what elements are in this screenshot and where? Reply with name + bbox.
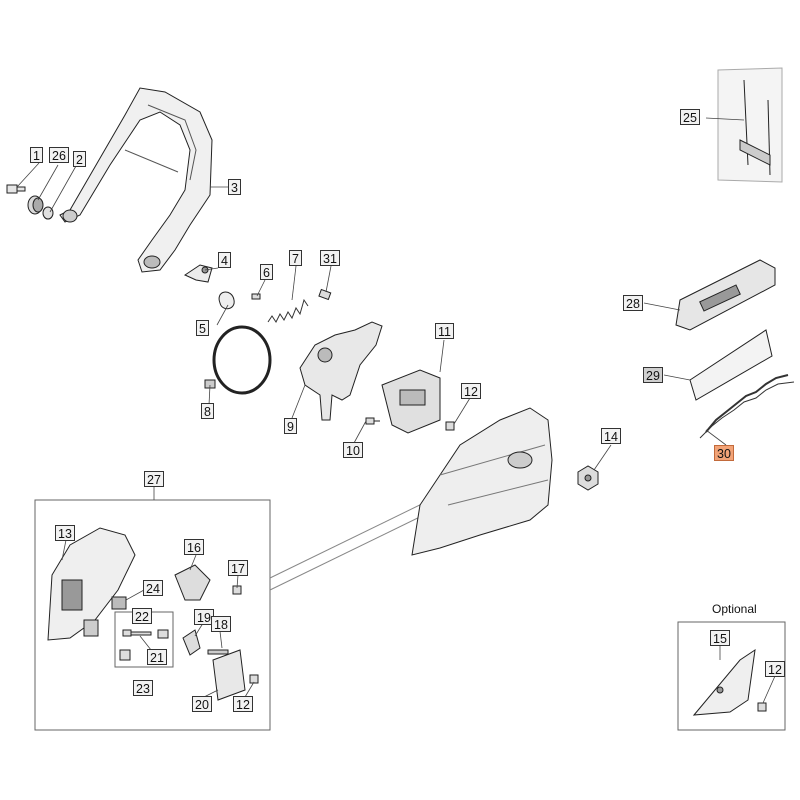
callout-13[interactable]: 13 — [55, 525, 75, 541]
callout-24[interactable]: 24 — [143, 580, 163, 596]
part-13-cover-inner — [47, 527, 136, 641]
callout-14[interactable]: 14 — [601, 428, 621, 444]
part-10-screw — [365, 417, 380, 425]
part-6-pin — [251, 293, 261, 300]
callout-30[interactable]: 30 — [714, 445, 734, 461]
callout-12[interactable]: 12 — [461, 383, 481, 399]
inset-box-optional — [677, 621, 786, 731]
callout-7[interactable]: 7 — [289, 250, 302, 266]
part-1-screw — [6, 184, 26, 194]
callout-4[interactable]: 4 — [218, 252, 231, 268]
optional-label: Optional — [712, 602, 757, 616]
part-22-bolt — [122, 629, 152, 637]
callout-28[interactable]: 28 — [623, 295, 643, 311]
callout-31[interactable]: 31 — [320, 250, 340, 266]
inset-box-27 — [34, 499, 271, 731]
callout-5[interactable]: 5 — [196, 320, 209, 336]
part-25-tool — [717, 67, 783, 183]
callout-12-optional[interactable]: 12 — [765, 661, 785, 677]
callout-8[interactable]: 8 — [201, 403, 214, 419]
callout-16[interactable]: 16 — [184, 539, 204, 555]
part-24b-felt — [83, 619, 99, 637]
callout-25[interactable]: 25 — [680, 109, 700, 125]
clutch-cover — [411, 407, 553, 556]
callout-10[interactable]: 10 — [343, 442, 363, 458]
part-12-optional-screw — [757, 702, 767, 712]
part-2-spacer — [42, 206, 54, 220]
callout-6[interactable]: 6 — [260, 264, 273, 280]
part-30-chain — [699, 374, 795, 439]
callout-3[interactable]: 3 — [228, 179, 241, 195]
part-19-tensioner — [182, 629, 201, 656]
part-5-spring-clip — [218, 291, 235, 310]
callout-18[interactable]: 18 — [211, 616, 231, 632]
part-7-spring — [267, 298, 309, 323]
callout-17[interactable]: 17 — [228, 560, 248, 576]
callout-23[interactable]: 23 — [133, 680, 153, 696]
callout-9[interactable]: 9 — [284, 418, 297, 434]
callout-26[interactable]: 26 — [49, 147, 69, 163]
callout-20[interactable]: 20 — [192, 696, 212, 712]
part-11-plate — [381, 369, 441, 434]
part-21-parts — [119, 629, 169, 661]
part-14-nut — [577, 465, 599, 491]
part-12-inset-screw — [249, 674, 259, 684]
callout-11[interactable]: 11 — [435, 323, 454, 339]
part-26-bushing — [27, 195, 44, 215]
callout-29[interactable]: 29 — [643, 367, 663, 383]
callout-21[interactable]: 21 — [147, 649, 167, 665]
part-20-plate — [212, 649, 246, 701]
part-4-brake-lever — [183, 264, 213, 283]
callout-12-inset[interactable]: 12 — [233, 696, 253, 712]
callout-2[interactable]: 2 — [73, 151, 86, 167]
part-3-front-handle — [59, 87, 213, 273]
part-29-guide-bar — [689, 329, 773, 401]
part-8-brake-band — [204, 325, 272, 395]
part-9-lever — [299, 321, 383, 421]
callout-22[interactable]: 22 — [132, 608, 152, 624]
part-15-spike — [692, 648, 756, 716]
part-24-felt — [111, 596, 127, 610]
part-18-screw — [207, 649, 229, 655]
part-12-screw — [445, 421, 455, 431]
callout-15[interactable]: 15 — [710, 630, 730, 646]
callout-1[interactable]: 1 — [30, 147, 43, 163]
part-28-scabbard — [675, 259, 776, 331]
part-31-pin — [318, 288, 332, 301]
part-16-block — [174, 564, 211, 601]
callout-27[interactable]: 27 — [144, 471, 164, 487]
